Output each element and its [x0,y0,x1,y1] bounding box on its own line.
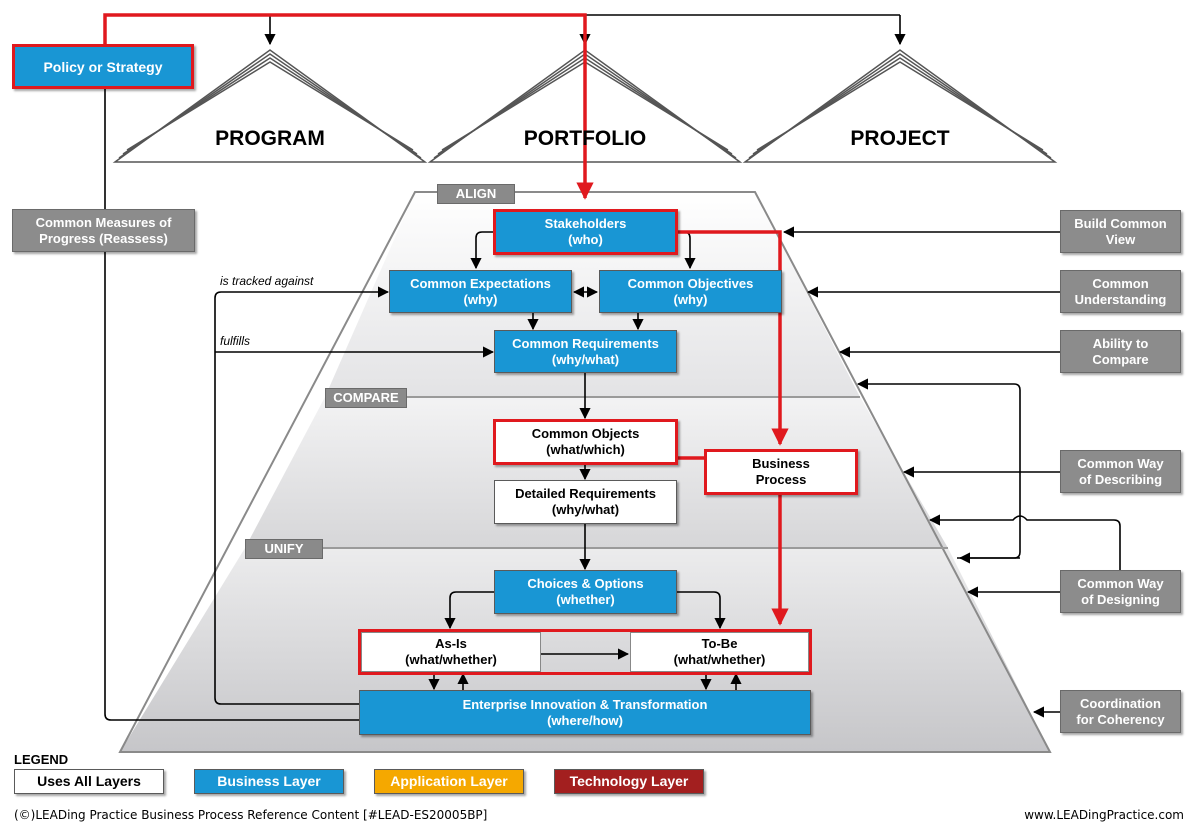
stakeholders-title: Stakeholders [544,216,627,231]
common-understanding-box: Common Understanding [1060,270,1181,313]
coordination-box: Coordination for Coherency [1060,690,1181,733]
house-portfolio-label: PORTFOLIO [523,127,647,150]
build-common-view-line-1: Build Common [1074,215,1167,231]
build-common-view-line-2: View [1105,231,1136,247]
highlight-path [103,13,789,626]
project-roof [742,49,1058,163]
common-way-describing-line-2: of Describing [1078,471,1163,487]
detailed-requirements-node: Detailed Requirements (why/what) [494,480,677,524]
asis-tobe-frame [358,629,812,675]
choices-options-sub: (whether) [556,592,615,607]
common-measures-line-1: Common Measures of [35,214,172,230]
legend-all-layers: Uses All Layers [14,769,164,794]
common-objects-node: Common Objects (what/which) [493,419,678,465]
program-roof [112,49,428,163]
stake-to-expect [470,231,495,270]
common-objectives-node: Common Objectives (why) [599,270,782,313]
common-objectives-sub: (why) [673,291,708,307]
choices-to-tobe [675,591,726,630]
common-expectations-title: Common Expectations [410,275,551,291]
red-stake-to-process [677,230,789,446]
common-objectives-title: Common Objectives [627,275,754,291]
pyramid-outline [118,191,1052,753]
unify-tag: UNIFY [245,539,323,559]
to-be-node: To-Be (what/whether) [630,632,809,672]
right-loop-2 [928,514,1121,572]
policy-to-enterprise [104,88,360,721]
policy-strategy-box: Policy or Strategy [12,44,194,89]
common-understanding-line-1: Common [1092,275,1149,291]
common-understanding-line-2: Understanding [1074,291,1167,307]
common-way-designing-box: Common Way of Designing [1060,570,1181,613]
unify-band [120,548,1050,752]
choices-options-node: Choices & Options (whether) [494,570,677,614]
detailed-requirements-title: Detailed Requirements [515,486,656,501]
common-requirements-sub: (why/what) [551,351,620,367]
legend-application-layer: Application Layer [374,769,524,794]
tracked-loop [214,286,390,705]
coordination-line-2: for Coherency [1076,711,1165,727]
footer-website[interactable]: www.LEADingPractice.com [1024,808,1184,822]
common-expectations-sub: (why) [463,291,498,307]
stakeholders-sub: (who) [568,232,603,247]
to-be-title: To-Be [701,636,738,651]
legend-technology-layer: Technology Layer [554,769,704,794]
build-common-view-box: Build Common View [1060,210,1181,253]
compare-tag: COMPARE [325,388,407,408]
house-project-label: PROJECT [850,127,950,150]
stakeholders-node: Stakeholders (who) [493,209,678,255]
tracked-against-label: is tracked against [220,274,314,288]
legend-title: LEGEND [14,752,69,767]
fulfills-label: fulfills [220,334,251,348]
detailed-requirements-sub: (why/what) [551,502,620,517]
house-program-label: PROGRAM [215,127,325,150]
common-way-designing-line-1: Common Way [1077,575,1164,591]
red-top-line [103,13,594,200]
choices-options-title: Choices & Options [527,576,644,591]
as-is-sub: (what/whether) [405,652,497,667]
enterprise-sub: (where/how) [547,712,623,728]
ability-to-compare-line-1: Ability to [1092,335,1149,351]
ability-to-compare-line-2: Compare [1092,351,1149,367]
common-way-designing-line-2: of Designing [1081,591,1160,607]
business-process-line-2: Process [755,472,807,487]
ability-to-compare-box: Ability to Compare [1060,330,1181,373]
as-is-title: As-Is [435,636,467,651]
as-is-node: As-Is (what/whether) [361,632,541,672]
coordination-line-1: Coordination [1080,695,1161,711]
common-measures-line-2: Progress (Reassess) [39,230,168,246]
common-expectations-node: Common Expectations (why) [389,270,572,313]
common-requirements-node: Common Requirements (why/what) [494,330,677,373]
common-way-describing-line-1: Common Way [1077,455,1164,471]
align-tag: ALIGN [437,184,515,204]
common-measures-box: Common Measures of Progress (Reassess) [12,209,195,252]
legend-business-layer: Business Layer [194,769,344,794]
enterprise-innovation-node: Enterprise Innovation & Transformation (… [359,690,811,735]
policy-strategy-label: Policy or Strategy [43,58,163,75]
footer-copyright: (©)LEADing Practice Business Process Ref… [14,808,488,822]
business-process-node: Business Process [704,449,858,495]
common-way-describing-box: Common Way of Describing [1060,450,1181,493]
to-be-sub: (what/whether) [673,652,766,667]
enterprise-title: Enterprise Innovation & Transformation [462,696,708,712]
common-objects-title: Common Objects [531,426,640,441]
common-requirements-title: Common Requirements [512,335,659,351]
choices-to-asis [444,591,495,630]
business-process-line-1: Business [752,456,810,471]
common-objects-sub: (what/which) [546,442,625,457]
